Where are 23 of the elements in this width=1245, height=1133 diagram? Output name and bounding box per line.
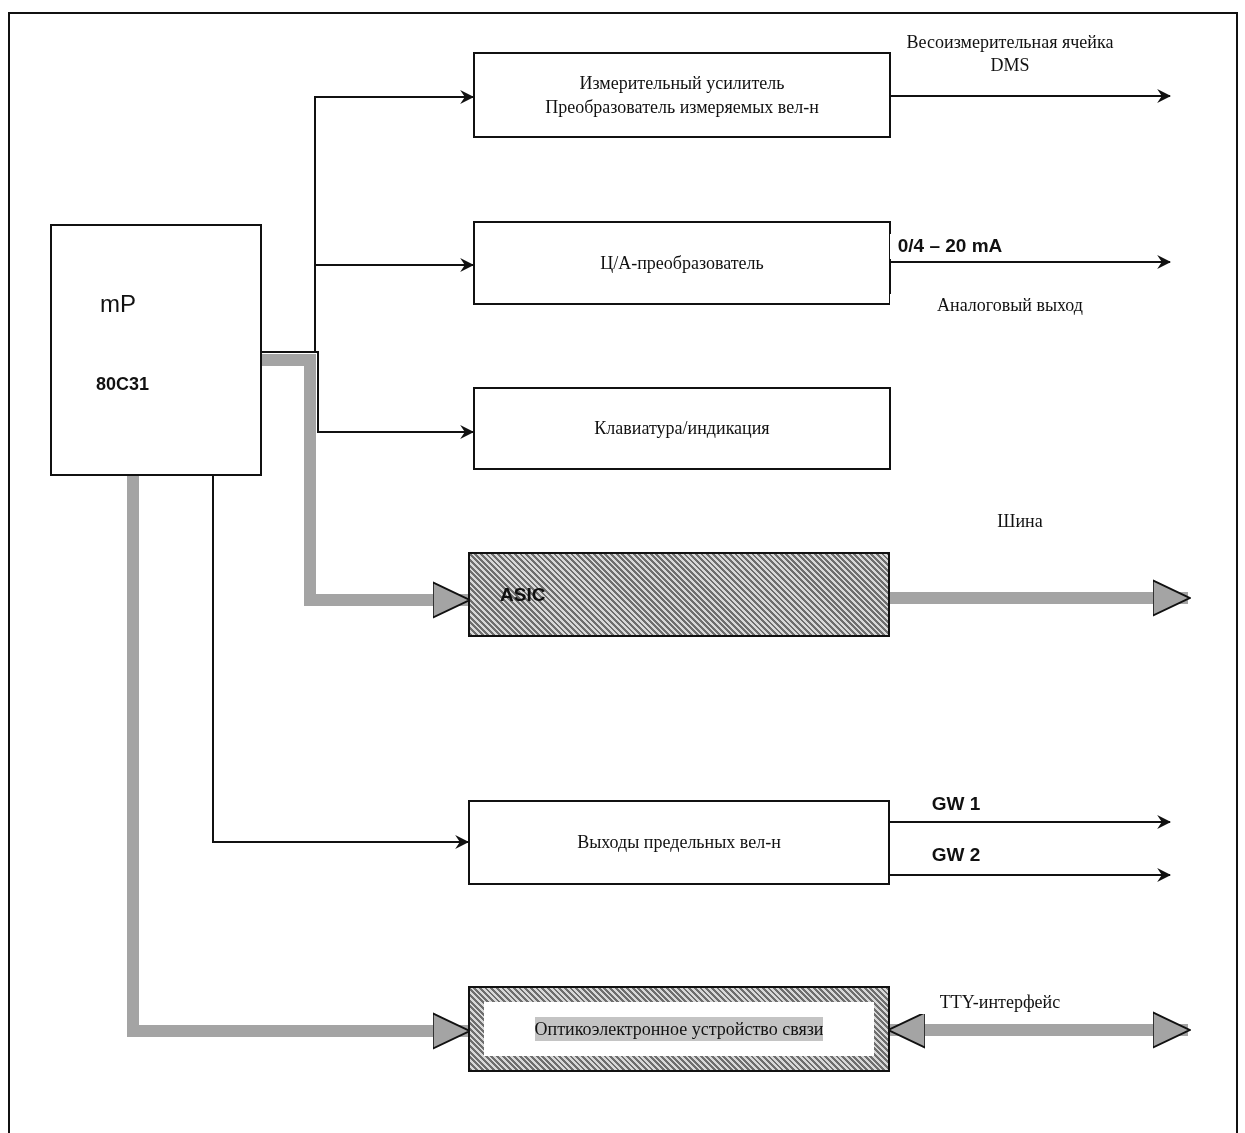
processor-label: mP [100, 290, 136, 318]
arrow [889, 815, 1172, 829]
asic-box [468, 552, 890, 637]
box-label: Преобразователь измеряемых вел-н [545, 96, 819, 119]
box-label: ASIC [500, 583, 546, 606]
interface-box [468, 986, 890, 1072]
arrow [212, 475, 470, 849]
arrow [890, 255, 1172, 269]
process-box [473, 221, 891, 305]
arrow [261, 351, 475, 439]
box-label: Оптикоэлектронное устройство связи [534, 1016, 824, 1042]
processor-box [50, 224, 262, 476]
box-label: Измерительный усилитель [579, 71, 785, 95]
process-box [473, 387, 891, 470]
box-label: Выходы предельных вел-н [577, 831, 781, 855]
process-box [468, 800, 890, 885]
process-box [473, 52, 891, 138]
arrow [889, 868, 1172, 882]
box-label: Ц/А-преобразователь [600, 251, 764, 275]
bus-arrow [890, 579, 1191, 617]
box-label: Клавиатура/индикация [594, 417, 770, 441]
chip-label: 80C31 [96, 374, 150, 395]
arrow [890, 89, 1172, 103]
